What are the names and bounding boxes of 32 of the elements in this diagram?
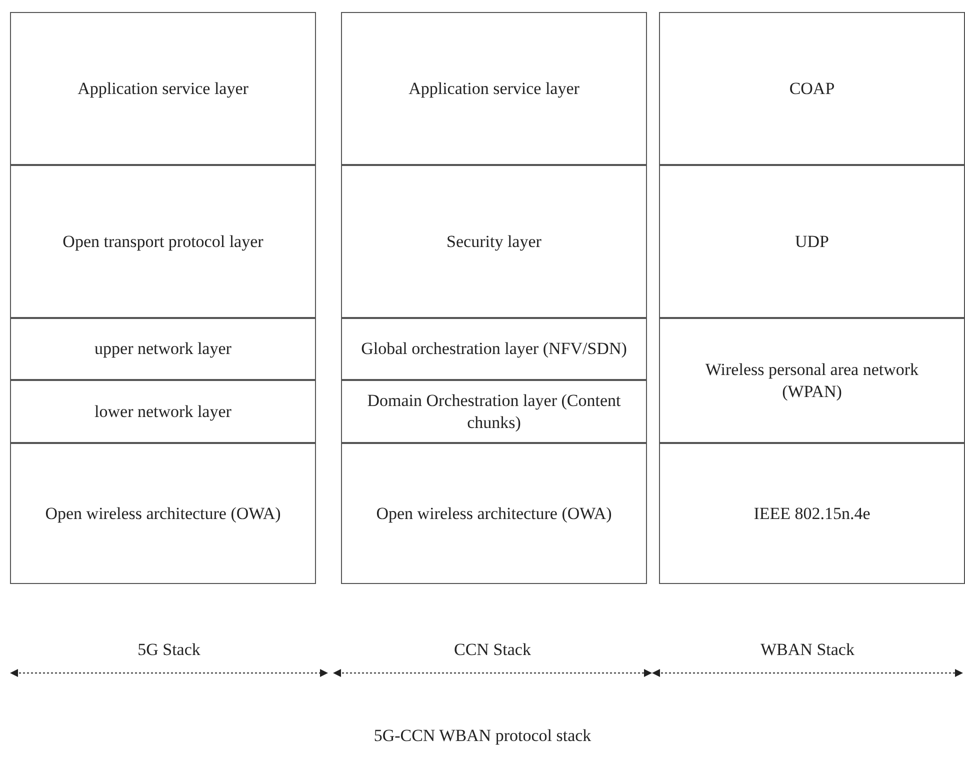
layer-name: Open transport protocol layer [62,230,264,252]
stack-label: CCN Stack [453,640,532,660]
layer-box [341,380,647,443]
layer-name: Security layer [446,230,542,252]
layer-name: Open wireless architecture (OWA) [44,502,282,524]
layer-box [10,165,316,318]
stack-label: WBAN Stack [760,640,856,660]
layer-name: Domain Orchestration layer (Content chunks) [366,390,622,434]
layer-box [341,318,647,380]
layer-box [10,443,316,584]
caption: 5G-CCN WBAN protocol stack [372,726,592,746]
layer-box [341,165,647,318]
layer-box [10,318,316,380]
layer-box [341,443,647,584]
layer-name: Wireless personal area network (WPAN) [704,358,920,402]
layer-box [659,165,965,318]
layer-name: Application service layer [408,78,580,100]
layer-name: Application service layer [76,78,250,100]
layer-name: UDP [794,230,830,252]
layer-name: COAP [788,78,836,100]
layer-name: IEEE 802.15n.4e [752,502,872,524]
layer-box [341,12,647,165]
layer-name: lower network layer [94,400,232,422]
layer-box [659,12,965,165]
layer-name: Global orchestration layer (NFV/SDN) [360,338,628,360]
layer-box [10,380,316,443]
layer-name: upper network layer [94,338,232,360]
layer-box [659,443,965,584]
stack-label: 5G Stack [136,640,202,660]
layer-box [659,318,965,443]
layer-name: Open wireless architecture (OWA) [375,502,613,524]
layer-box [10,12,316,165]
